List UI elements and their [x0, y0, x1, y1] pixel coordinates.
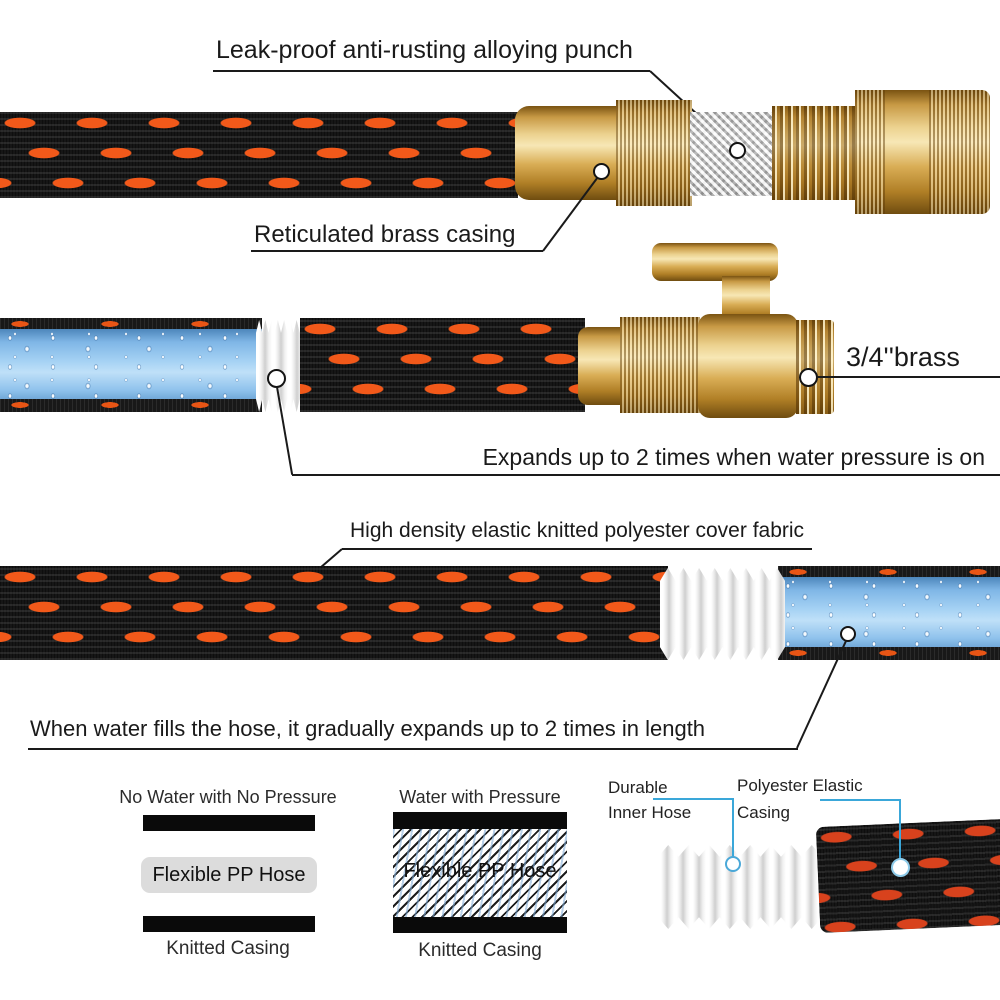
pressure-bottom-casing-bar — [393, 917, 567, 933]
brass-collar — [515, 106, 618, 200]
label-leakproof-punch: Leak-proof anti-rusting alloying punch — [216, 36, 633, 64]
photo-knitted-casing — [815, 818, 1000, 934]
callout-durable-vline — [732, 798, 734, 858]
leader-casing-underline — [251, 250, 543, 252]
band3-bottom-edge — [778, 647, 1000, 660]
cross-section-no-pressure-title: No Water with No Pressure — [119, 787, 337, 807]
band2-top-edge — [0, 318, 262, 331]
no-pressure-casing-caption: Knitted Casing — [166, 938, 290, 959]
callout-durable-hline — [653, 798, 734, 800]
pressure-casing-caption: Knitted Casing — [418, 940, 542, 961]
marker-brass-size — [799, 368, 818, 387]
brass-coupler-knurl-right — [929, 90, 990, 214]
callout-casing-line2: Casing — [737, 803, 790, 822]
hose-band1-knitted-fabric — [0, 112, 518, 198]
brass-knurled-ring — [616, 100, 692, 206]
band3-corrugated-inner-hose — [660, 568, 785, 660]
label-brass-casing: Reticulated brass casing — [254, 221, 516, 248]
label-expands: Expands up to 2 times when water pressur… — [482, 444, 985, 470]
valve-knurled-collar — [620, 317, 700, 413]
band2-bottom-edge — [0, 399, 262, 412]
label-length: When water fills the hose, it gradually … — [30, 716, 706, 741]
callout-durable-line2: Inner Hose — [608, 803, 692, 822]
valve-male-thread — [796, 320, 834, 414]
no-pressure-top-casing-bar — [143, 815, 315, 831]
leader-expands-underline — [292, 474, 1000, 476]
label-brass-size: 3/4''brass — [846, 342, 960, 372]
pressure-top-casing-bar — [393, 812, 567, 829]
callout-casing-line1: Polyester Elastic — [737, 776, 863, 795]
marker-punch — [729, 142, 746, 159]
brass-male-thread — [772, 106, 857, 200]
photo-inner-hose-corrugated — [658, 845, 822, 929]
leader-fabric-underline — [342, 548, 812, 550]
band2-corrugated-inner-hose — [256, 320, 306, 412]
valve-brass-tube — [578, 327, 624, 405]
pressure-hatched-hose-area — [393, 829, 567, 917]
callout-casing-vline — [899, 799, 901, 861]
marker-expands — [267, 369, 286, 388]
cross-section-pressure-title: Water with Pressure — [399, 787, 561, 807]
no-pressure-pp-hose-label: Flexible PP Hose — [141, 857, 317, 893]
marker-inner-hose — [725, 856, 741, 872]
label-fabric: High density elastic knitted polyester c… — [350, 519, 805, 542]
valve-body — [698, 314, 798, 418]
band3-top-edge — [778, 566, 1000, 579]
band3-knitted-fabric — [0, 566, 668, 660]
band3-water-tube — [778, 577, 1000, 649]
marker-elastic-casing — [891, 858, 910, 877]
leader-punch-underline — [213, 70, 650, 72]
leader-length-underline — [28, 748, 798, 750]
callout-durable-line1: Durable — [608, 778, 668, 797]
band2-water-tube — [0, 329, 262, 401]
band2-knitted-fabric — [300, 318, 585, 412]
marker-length — [840, 626, 856, 642]
brass-coupler-knurl-left — [855, 90, 887, 214]
callout-casing-hline — [820, 799, 901, 801]
marker-casing — [593, 163, 610, 180]
no-pressure-bottom-casing-bar — [143, 916, 315, 932]
brass-coupler-band — [885, 90, 931, 214]
pressure-pp-hose-label: Flexible PP Hose — [403, 860, 557, 882]
leader-brass-size — [817, 376, 1000, 378]
valve-lever-handle — [652, 243, 778, 281]
